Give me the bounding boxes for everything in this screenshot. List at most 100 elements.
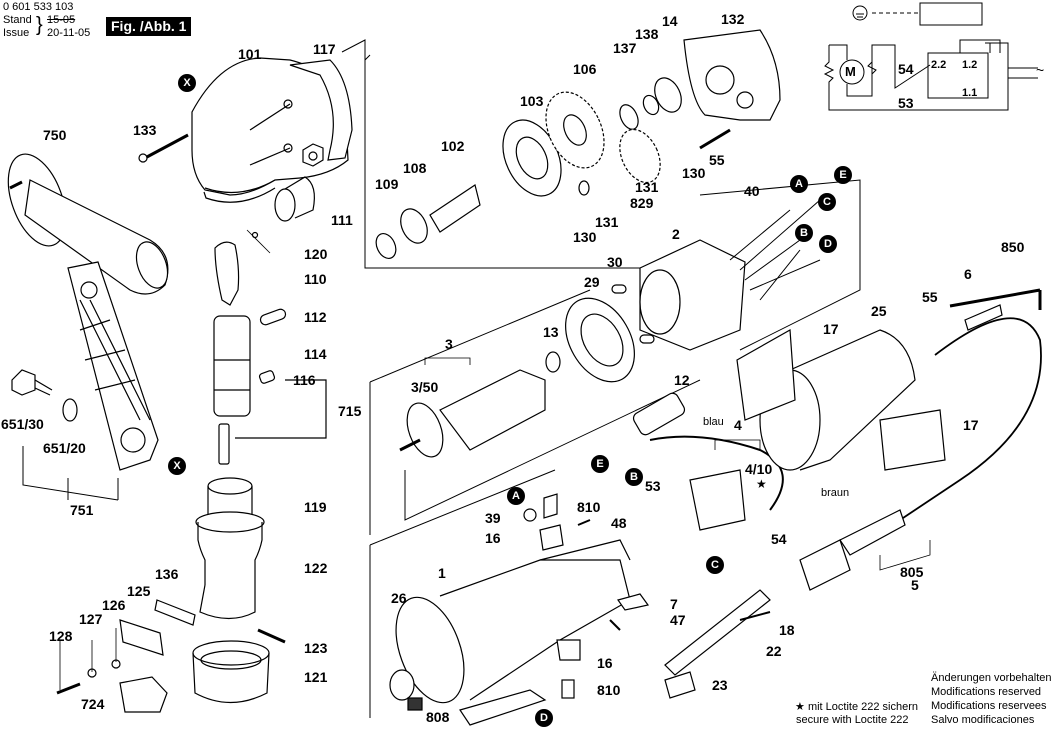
part-label-103: 103 [520,93,544,109]
auxiliary-handle-750 [7,153,169,295]
part-label-4-10: 4/10 [745,461,773,477]
part-label-22: 22 [766,643,782,659]
part-label-715: 715 [338,403,362,419]
wire-label-blau: blau [703,416,724,428]
part-label-850: 850 [1001,239,1025,255]
modifications-en: Modifications reserved [931,686,1042,698]
part-label-111: 111 [331,212,353,228]
part-label-3-50: 3/50 [411,379,439,395]
part-label-6: 6 [964,266,972,282]
part-label-112: 112 [304,309,327,325]
schematic-motor-label: M [845,64,856,79]
part-label-1: 1 [438,565,446,581]
part-label-7: 7 [670,596,678,612]
screw-133 [138,133,189,163]
modifications-fr: Modifications reservees [931,700,1047,712]
modifications-es: Salvo modificaciones [931,714,1035,726]
part-label-127: 127 [79,611,103,627]
schematic-wire-53: 53 [898,95,914,111]
callout-e-switch: E [591,455,609,473]
old-date: 15-05 [47,14,76,26]
document-number: 0 601 533 103 [3,1,74,13]
part-label-110: 110 [304,271,327,287]
callout-e: E [834,166,852,184]
part-label-117: 117 [313,41,336,57]
part-label-5: 5 [911,577,919,593]
part-label-126: 126 [102,597,126,613]
part-label-122: 122 [304,560,328,576]
part-label-3: 3 [445,336,453,352]
part-label-651-30: 651/30 [1,416,44,432]
schematic-wire-54: 54 [898,61,914,77]
brace: } [36,14,43,36]
part-label-138: 138 [635,26,659,42]
part-label-18: 18 [779,622,795,638]
part-label-133: 133 [133,122,157,138]
part-label-23: 23 [712,677,728,693]
part-label-751: 751 [70,502,94,518]
callout-b-switch: B [625,468,643,486]
callout-d-brush: D [535,709,553,727]
part-label-40: 40 [744,183,760,199]
part-label-12: 12 [674,372,690,388]
part-label-53-switch: 53 [645,478,661,494]
ring-nut-121 [192,640,270,703]
part-label-132: 132 [721,11,745,27]
part-label-48: 48 [611,515,627,531]
part-label-54-switch: 54 [771,531,787,547]
part-label-14: 14 [662,13,678,29]
callout-b: B [795,224,813,242]
part-label-30: 30 [607,254,623,270]
loctite-de-text: mit Loctite 222 sichern [807,701,918,713]
callout-x-bottom: X [168,457,186,475]
callout-x-top: X [178,74,196,92]
part-label-47: 47 [670,612,686,628]
part-label-130-top: 130 [682,165,706,181]
issue-label: Issue [3,27,30,39]
part-label-16-bottom: 16 [597,655,613,671]
callout-c: C [818,193,836,211]
part-label-724: 724 [81,696,105,712]
plunger-114 [213,315,251,417]
callout-c-switch: C [706,556,724,574]
gear-head-housing-101 [191,57,349,203]
figure-label: Fig. /Abb. 1 [106,17,192,36]
terminal-2-2: 2.2 [931,59,947,71]
part-label-4: 4 [734,417,742,433]
power-supply-icon: ~ [1036,62,1045,78]
wiring-schematic [823,2,1038,111]
part-label-810-top: 810 [577,499,601,515]
part-label-119: 119 [304,499,327,515]
callout-d: D [819,235,837,253]
part-label-55-right: 55 [922,289,938,305]
needle-sleeve-111 [274,176,315,222]
part-label-25: 25 [871,303,887,319]
part-label-101: 101 [238,46,262,62]
part-label-131-bottom: 131 [595,214,619,230]
part-label-39: 39 [485,510,501,526]
part-label-810-bottom: 810 [597,682,621,698]
part-label-808: 808 [426,709,450,725]
part-label-128: 128 [49,628,73,644]
part-label-17-bottom: 17 [963,417,979,433]
footnote-loctite-de: ★ mit Loctite 222 sichern [795,701,918,714]
part-label-114: 114 [304,346,327,362]
part-label-2: 2 [672,226,680,242]
part-label-137: 137 [613,40,637,56]
lever-110 [214,241,240,306]
part-label-130-bottom: 130 [573,229,597,245]
part-label-750: 750 [43,127,67,143]
part-label-16-top: 16 [485,530,501,546]
part-label-125: 125 [127,583,151,599]
part-label-109: 109 [375,176,399,192]
callout-a-brush: A [507,487,525,505]
part-label-131-top: 131 [635,179,659,195]
footnote-loctite-en: secure with Loctite 222 [796,714,909,726]
star-icon: ★ [795,701,805,713]
terminal-1-2: 1.2 [962,59,978,71]
part-label-136: 136 [155,566,179,582]
part-label-120: 120 [304,246,328,262]
terminal-1-1: 1.1 [962,87,978,99]
gasket-117 [289,59,353,161]
